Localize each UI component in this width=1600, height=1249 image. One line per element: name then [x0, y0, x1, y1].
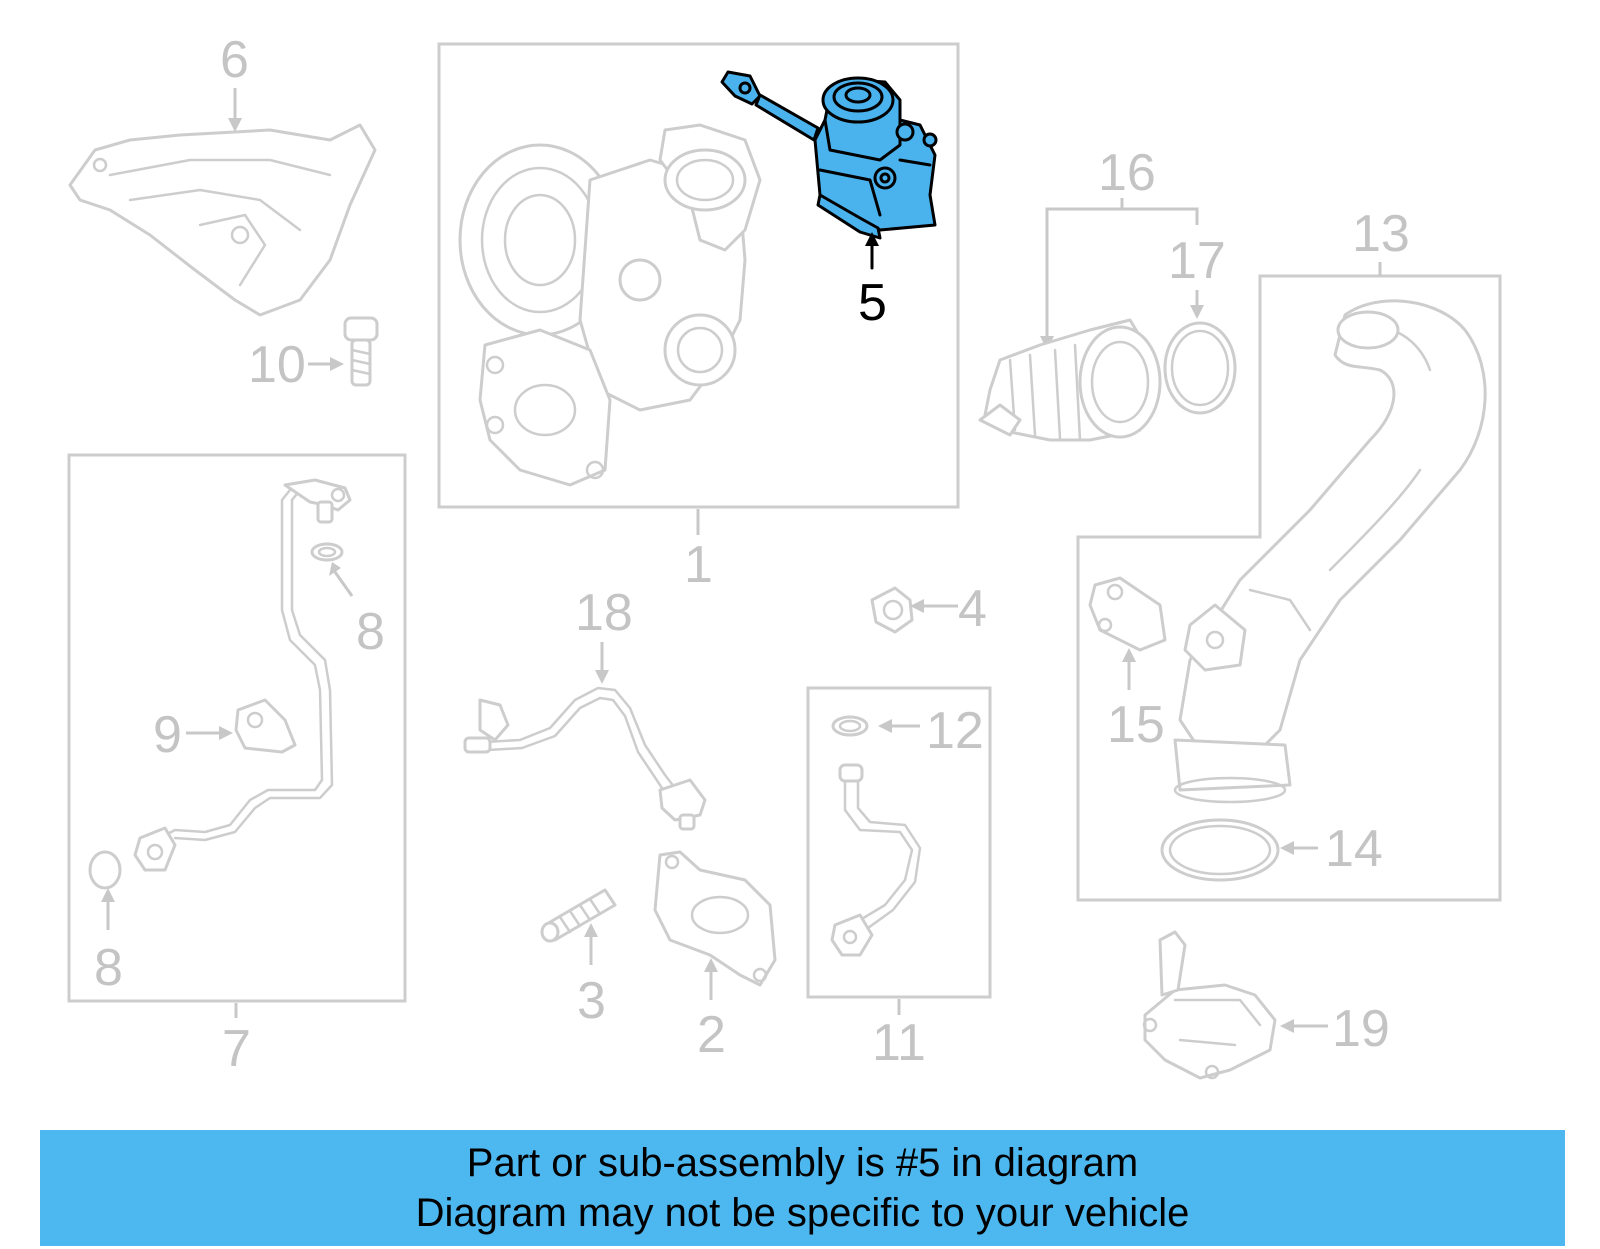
callout-8-bottom: 8 [94, 888, 123, 997]
svg-text:19: 19 [1332, 1000, 1390, 1058]
svg-text:14: 14 [1325, 820, 1383, 878]
part-13-charge-pipe [1173, 299, 1487, 804]
callout-12: 12 [878, 702, 984, 760]
parts-diagram: 6 10 1 [67, 31, 1502, 1080]
callout-4: 4 [910, 580, 987, 638]
svg-text:18: 18 [575, 584, 633, 642]
callout-8-top: 8 [329, 562, 385, 661]
svg-text:3: 3 [577, 972, 606, 1030]
callout-14: 14 [1280, 820, 1383, 878]
part-8-seal-bottom [88, 850, 122, 890]
part-1-turbocharger [458, 123, 762, 487]
part-8-washer-top [310, 542, 344, 562]
part-4-nut [870, 586, 914, 634]
svg-text:16: 16 [1098, 144, 1156, 202]
svg-text:15: 15 [1107, 696, 1165, 754]
callout-10: 10 [248, 336, 344, 394]
part-18-sensor-line [463, 686, 707, 831]
callout-6: 6 [220, 31, 249, 132]
box-13-charge-pipe [1076, 274, 1502, 902]
callout-16: 16 [1040, 144, 1199, 350]
svg-text:1: 1 [684, 536, 713, 594]
svg-text:7: 7 [222, 1020, 251, 1078]
svg-text:17: 17 [1168, 232, 1226, 290]
part-14-seal [1160, 818, 1280, 882]
part-2-gasket [653, 850, 777, 987]
callout-11: 11 [872, 999, 926, 1072]
svg-text:4: 4 [958, 580, 987, 638]
svg-text:9: 9 [153, 706, 182, 764]
box-7-oil-line-assembly [67, 453, 407, 1003]
part-11-water-line [830, 763, 922, 957]
box-1-turbo-assembly [437, 42, 960, 509]
banner-line-1: Part or sub-assembly is #5 in diagram [466, 1141, 1139, 1185]
callout-17: 17 [1168, 232, 1226, 319]
callout-1: 1 [684, 509, 713, 594]
svg-text:6: 6 [220, 31, 249, 89]
svg-text:13: 13 [1352, 205, 1410, 263]
part-9-bracket [234, 698, 297, 754]
callout-9: 9 [153, 706, 233, 764]
svg-text:2: 2 [697, 1006, 726, 1064]
callout-15: 15 [1107, 648, 1165, 754]
box-11-water-line [806, 686, 992, 999]
callout-7: 7 [222, 1003, 251, 1078]
callout-5: 5 [858, 232, 887, 332]
banner-line-2: Diagram may not be specific to your vehi… [415, 1191, 1190, 1235]
part-6-heat-shield [68, 123, 377, 317]
part-16-inlet-adapter [978, 318, 1162, 442]
part-17-o-ring [1163, 321, 1237, 415]
part-10-bolt [343, 316, 379, 387]
part-7-oil-line [133, 478, 352, 872]
svg-text:12: 12 [926, 702, 984, 760]
callout-3: 3 [577, 923, 606, 1030]
part-12-seal [831, 715, 869, 737]
callout-13: 13 [1352, 205, 1410, 276]
part-5-actuator [720, 70, 938, 240]
svg-text:5: 5 [858, 274, 887, 332]
callout-18: 18 [575, 584, 633, 684]
part-15-sensor [1088, 576, 1167, 652]
callout-2: 2 [697, 958, 726, 1064]
part-3-stud [540, 888, 617, 943]
svg-text:10: 10 [248, 336, 306, 394]
part-19-bracket [1142, 930, 1277, 1080]
svg-text:8: 8 [356, 603, 385, 661]
info-banner: Part or sub-assembly is #5 in diagram Di… [40, 1130, 1565, 1246]
svg-text:11: 11 [872, 1014, 926, 1072]
callout-19: 19 [1280, 1000, 1390, 1058]
svg-text:8: 8 [94, 939, 123, 997]
